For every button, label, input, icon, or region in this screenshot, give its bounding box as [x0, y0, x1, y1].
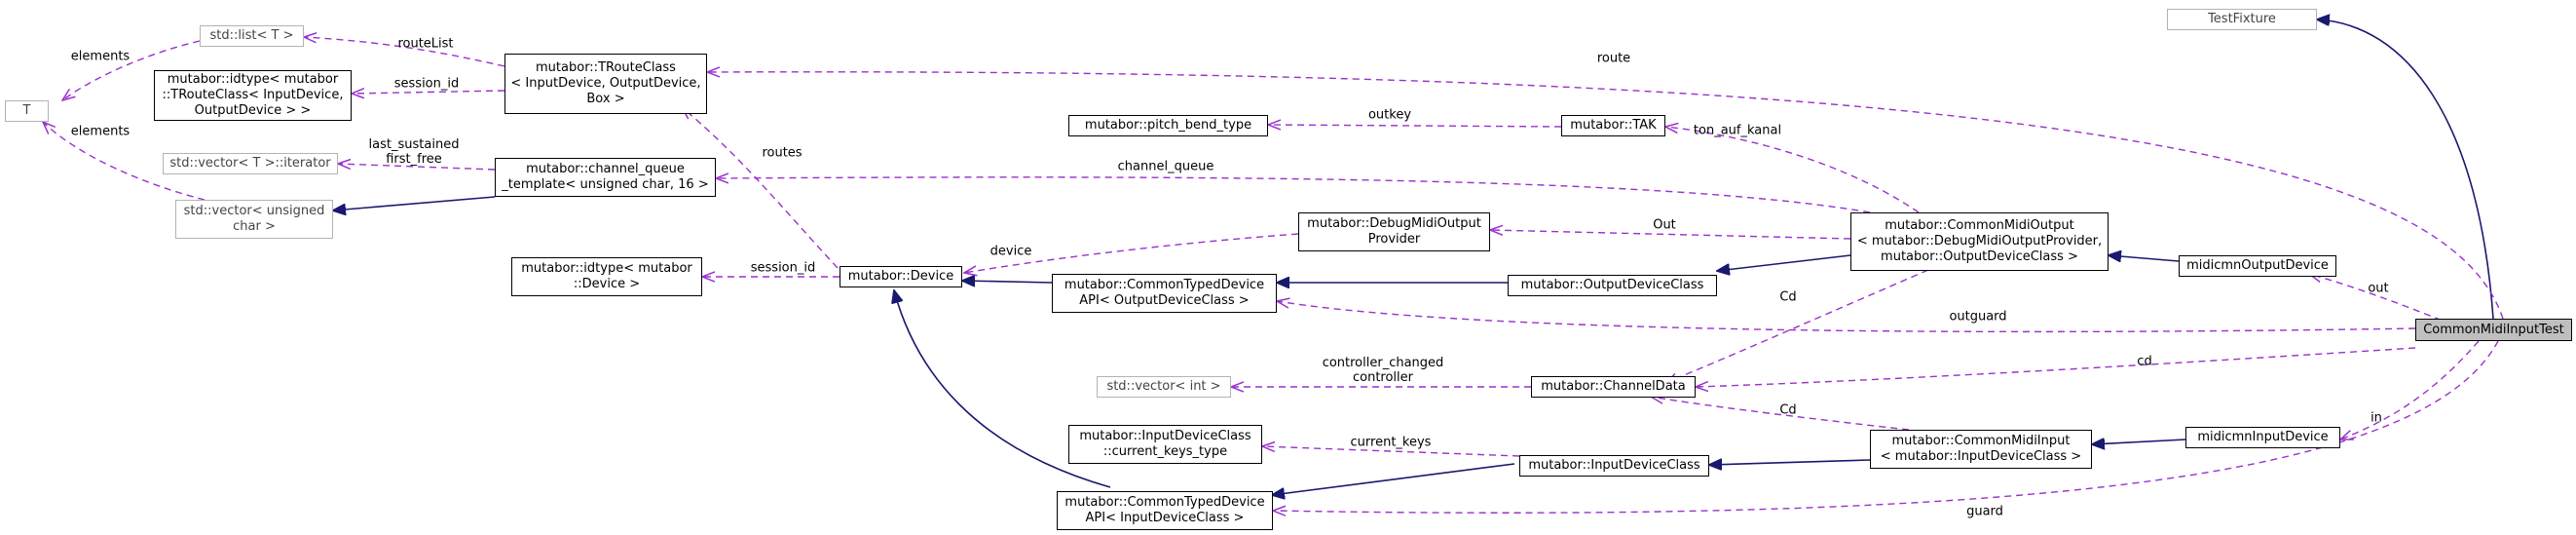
node-idtype-device[interactable]: mutabor::idtype< mutabor ::Device > [511, 257, 702, 296]
node-testfixture[interactable]: TestFixture [2167, 9, 2317, 30]
edge-cmit-testfixture [2317, 19, 2494, 320]
label-session-id-2: session_id [750, 260, 816, 276]
node-vector-int[interactable]: std::vector< int > [1097, 376, 1231, 398]
usage-edges [43, 37, 2504, 513]
node-vector-uchar[interactable]: std::vector< unsigned char > [175, 200, 333, 239]
edge-midiout-cmout [2109, 255, 2180, 261]
label-elements-1: elements [70, 49, 131, 64]
node-midicmn-output-device[interactable]: midicmnOutputDevice [2179, 255, 2336, 277]
edge-cmit-ctdin [1273, 340, 2499, 513]
edge-chqueue-vecuchar [333, 196, 496, 210]
edge-cmit-troute [707, 72, 2504, 320]
node-common-typed-device-input[interactable]: mutabor::CommonTypedDevice API< InputDev… [1057, 491, 1273, 530]
edge-tak-pitchbend [1268, 125, 1562, 127]
label-controller: controller_changed controller [1322, 356, 1444, 385]
label-guard: guard [1966, 504, 2003, 519]
node-pitch-bend-type[interactable]: mutabor::pitch_bend_type [1068, 115, 1268, 136]
label-in: in [2371, 410, 2382, 426]
label-cd-2: cd [2137, 354, 2152, 369]
label-out-2: out [2368, 281, 2389, 296]
label-ton-auf-kanal: ton_auf_kanal [1693, 123, 1782, 138]
node-current-keys-type[interactable]: mutabor::InputDeviceClass ::current_keys… [1068, 425, 1262, 464]
edge-cmout-chqueue [716, 177, 1871, 213]
label-out: Out [1653, 217, 1676, 233]
edge-cmit-midiout [2309, 274, 2453, 325]
label-route: route [1596, 51, 1631, 66]
node-output-device-class[interactable]: mutabor::OutputDeviceClass [1508, 275, 1717, 296]
edge-cmout-debugprov [1490, 230, 1851, 240]
label-channel-queue: channel_queue [1117, 159, 1214, 174]
node-device[interactable]: mutabor::Device [840, 266, 962, 287]
node-common-typed-device-output[interactable]: mutabor::CommonTypedDevice API< OutputDe… [1052, 274, 1277, 313]
node-common-midi-output[interactable]: mutabor::CommonMidiOutput < mutabor::Deb… [1850, 212, 2109, 271]
node-debug-midi-output-provider[interactable]: mutabor::DebugMidiOutput Provider [1298, 212, 1490, 251]
label-routes: routes [762, 145, 803, 161]
label-elements-2: elements [70, 124, 131, 139]
edge-ctdin-device [894, 290, 1111, 488]
label-last-sustained: last_sustained first_free [368, 137, 460, 167]
node-common-midi-input[interactable]: mutabor::CommonMidiInput < mutabor::Inpu… [1870, 430, 2092, 469]
edge-midiin-cmin [2092, 439, 2186, 444]
node-channel-queue[interactable]: mutabor::channel_queue _template< unsign… [495, 158, 716, 197]
node-tak[interactable]: mutabor::TAK [1561, 115, 1665, 136]
node-troute-class[interactable]: mutabor::TRouteClass < InputDevice, Outp… [504, 54, 707, 114]
label-outkey: outkey [1367, 107, 1412, 123]
node-midicmn-input-device[interactable]: midicmnInputDevice [2185, 427, 2340, 448]
label-cd-3: Cd [1779, 402, 1797, 418]
node-std-list[interactable]: std::list< T > [200, 25, 304, 47]
edge-cmout-tak [1665, 127, 1920, 213]
label-cd-1: Cd [1779, 289, 1797, 305]
edge-cmit-ctdout [1277, 301, 2416, 333]
edge-indevclass-curkeys [1262, 446, 1520, 457]
edge-troute-idtype [352, 91, 505, 94]
node-common-midi-input-test[interactable]: CommonMidiInputTest [2415, 319, 2572, 341]
node-vector-iterator[interactable]: std::vector< T >::iterator [163, 153, 338, 174]
node-input-device-class[interactable]: mutabor::InputDeviceClass [1519, 455, 1709, 477]
node-t[interactable]: T [5, 100, 49, 122]
inheritance-edges [333, 19, 2494, 495]
edge-cmit-chdata [1696, 347, 2416, 387]
edge-cmout-outdevclass [1717, 254, 1851, 271]
edge-indevclass-ctdin [1272, 463, 1515, 495]
edge-troute-stdlist [304, 37, 505, 67]
edge-ctdout-device [962, 281, 1053, 283]
label-outguard: outguard [1949, 309, 2007, 325]
label-session-id-1: session_id [393, 76, 460, 92]
edge-vecuchar-t [43, 122, 205, 201]
label-device: device [989, 244, 1032, 259]
edge-chqueue-iterator [338, 164, 496, 171]
edge-cmout-chdata [1665, 269, 1929, 383]
node-idtype-troute[interactable]: mutabor::idtype< mutabor ::TRouteClass< … [154, 70, 352, 121]
node-channel-data[interactable]: mutabor::ChannelData [1531, 376, 1696, 398]
edge-debugprov-device [964, 233, 1299, 273]
edge-cmit-midiin [2340, 340, 2480, 439]
label-routelist: routeList [397, 36, 454, 52]
label-current-keys: current_keys [1350, 435, 1432, 450]
edge-cmin-indevclass [1709, 460, 1871, 465]
